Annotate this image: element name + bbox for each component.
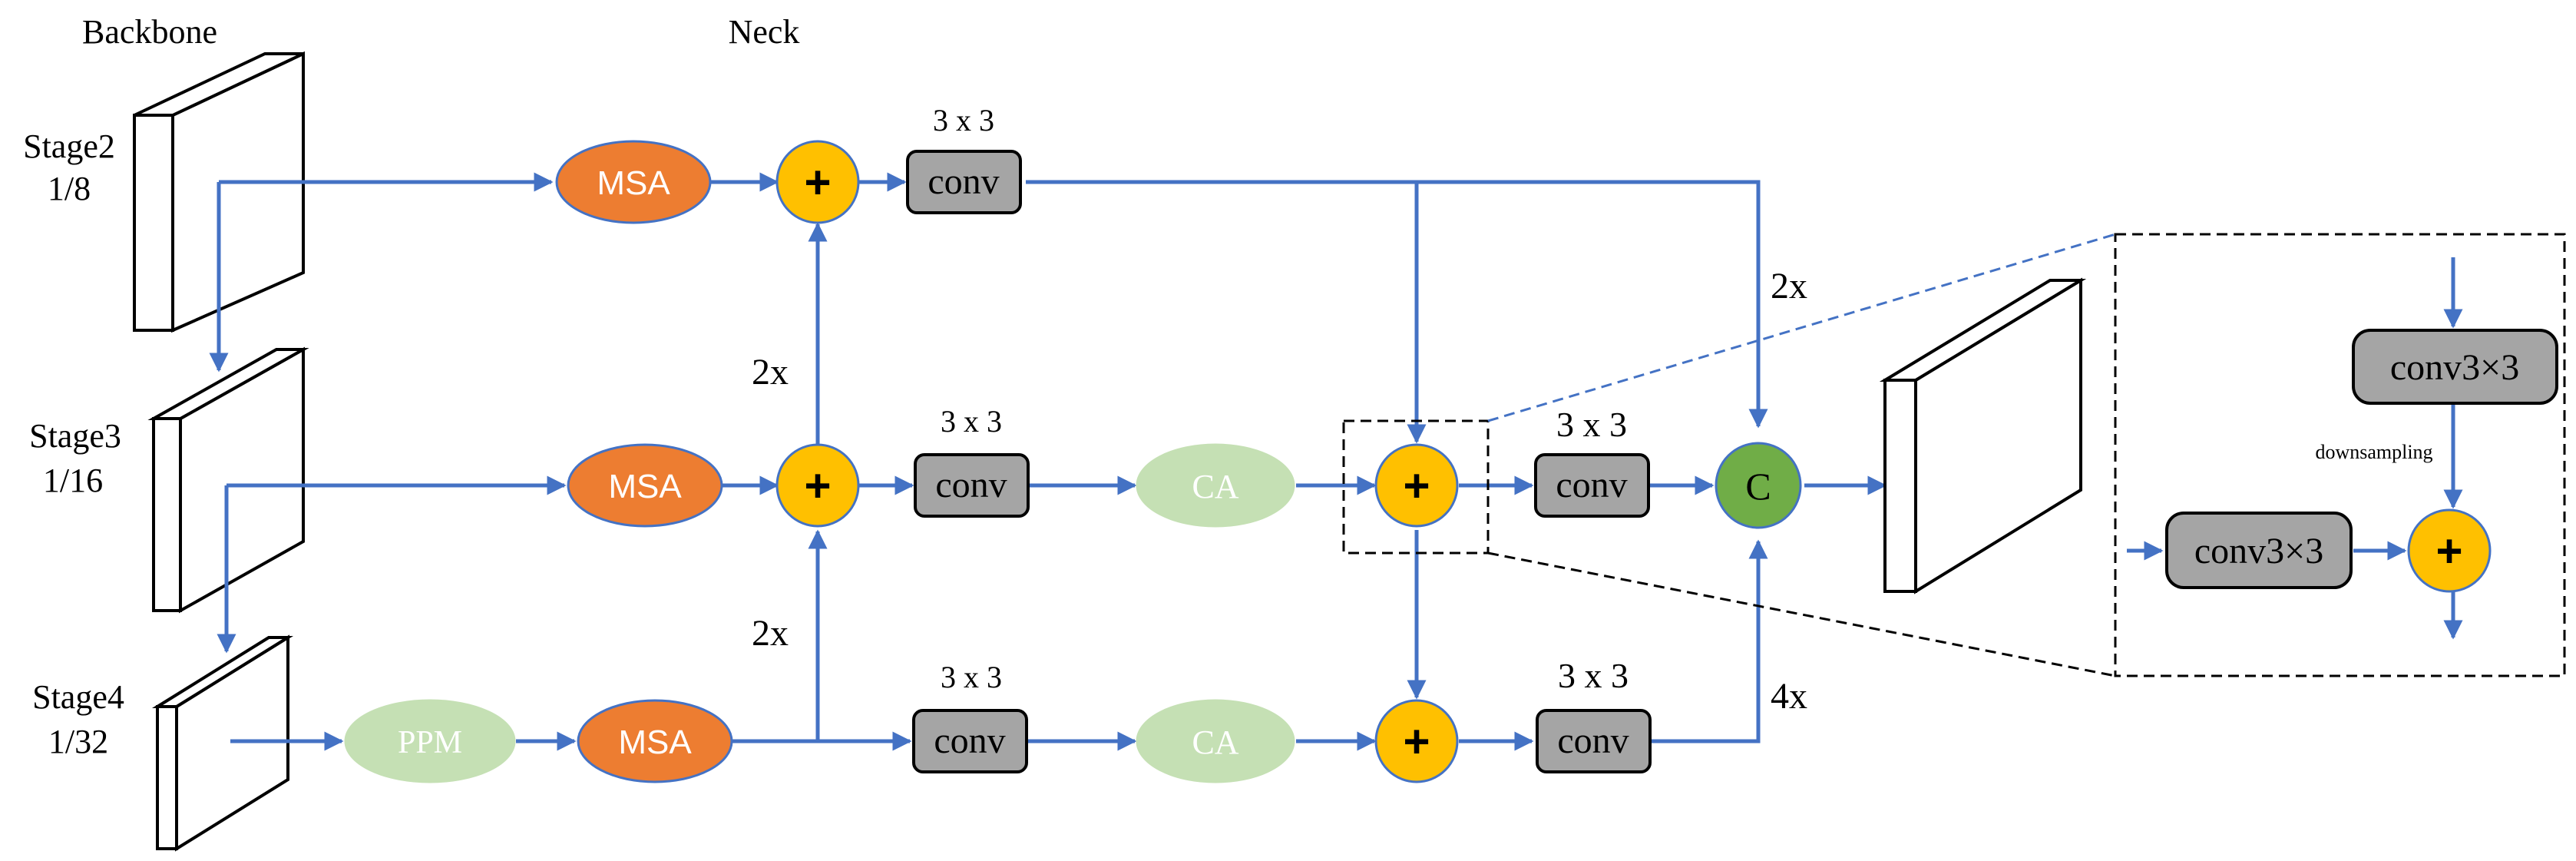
detail-conv-top-label: conv3×3 [2390,347,2519,388]
concat-node: C [1715,442,1802,529]
plus-symbol: + [1403,716,1430,767]
plus-node-stage3: + [775,443,860,528]
msa-label: MSA [618,724,692,761]
detail-conv-top: conv3×3 [2352,329,2558,405]
conv-block-fusion-mid: 3 x 3 conv [1534,405,1650,518]
connectors [209,172,1887,751]
ca-label: CA [1192,724,1238,761]
upsample-2x-label: 2x [752,613,789,654]
msa-block-stage4: MSA [577,699,733,783]
stage3-feature-map [147,346,309,614]
plus-node-fusion-mid: + [1374,443,1459,528]
msa-block-stage2: MSA [555,140,712,224]
conv-label: conv [935,465,1007,505]
msa-block-stage3: MSA [567,443,723,528]
conv-label: conv [1557,720,1629,761]
stage3-name: Stage3 [29,417,121,455]
stage4-scale: 1/32 [48,723,108,760]
conv-label: conv [928,161,999,202]
stage4-name: Stage4 [32,678,124,716]
conv-label: conv [1556,465,1627,505]
detail-plus-node: + [2407,508,2492,593]
concat-label: C [1745,465,1771,508]
stage2-scale: 1/8 [48,170,91,207]
backbone-header: Backbone [82,13,217,51]
conv-label: conv [934,720,1005,761]
stage2-feature-map [133,51,305,333]
stage3-scale: 1/16 [43,462,103,499]
plus-symbol: + [1403,460,1430,512]
upsample-4x-label: 4x [1771,676,1807,717]
upsample-2x-label: 2x [752,352,789,392]
msa-label: MSA [608,468,682,505]
plus-symbol: + [804,157,831,208]
zoom-line-bottom [1487,551,2116,677]
conv-kernel-label: 3 x 3 [1558,656,1629,695]
ca-block-stage3: CA [1136,443,1295,528]
ca-block-stage4: CA [1136,699,1295,783]
neck-header: Neck [729,13,800,51]
ppm-block: PPM [344,699,516,783]
plus-node-stage2: + [775,140,860,224]
zoom-line-top [1487,233,2116,422]
downsampling-label: downsampling [2315,441,2432,463]
plus-symbol: + [2435,525,2462,577]
conv-kernel-label: 3 x 3 [1556,405,1627,444]
conv-block-fusion-bottom: 3 x 3 conv [1536,656,1652,773]
msa-label: MSA [597,164,670,202]
stage2-name: Stage2 [23,127,115,165]
conv-block-stage4: 3 x 3 conv [912,660,1028,773]
detail-connectors [2127,257,2463,640]
detail-conv-left: conv3×3 [2165,512,2353,589]
detail-selection-box [1342,419,1490,555]
plus-symbol: + [804,460,831,512]
output-feature-map [1879,277,2087,594]
plus-node-fusion-bottom: + [1374,699,1459,783]
ca-label: CA [1192,468,1238,505]
detail-conv-left-label: conv3×3 [2194,531,2323,571]
conv-kernel-label: 3 x 3 [941,404,1002,439]
ppm-label: PPM [398,725,462,760]
conv-kernel-label: 3 x 3 [941,660,1002,694]
detail-panel [2114,233,2566,677]
conv-block-stage2: 3 x 3 conv [906,103,1022,214]
conv-kernel-label: 3 x 3 [933,103,994,137]
upsample-2x-label: 2x [1771,266,1807,306]
conv-block-stage3: 3 x 3 conv [914,404,1030,518]
